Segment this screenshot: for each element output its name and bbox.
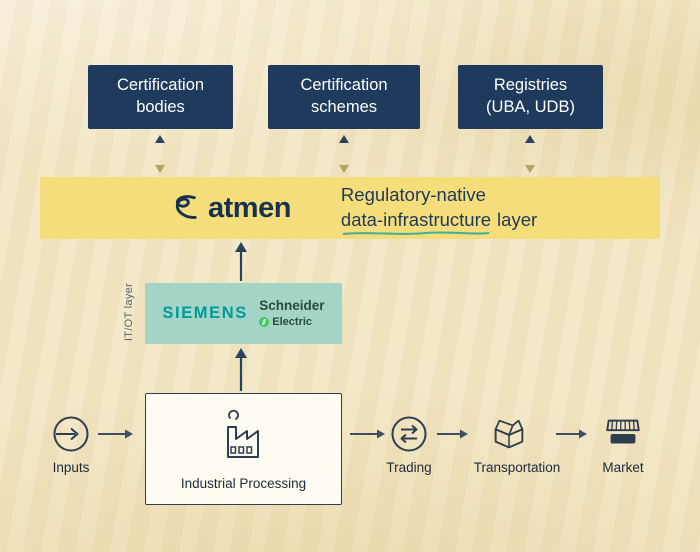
right-arrow-icon	[556, 429, 587, 439]
inputs-icon	[53, 416, 89, 452]
scribble-underline-icon	[342, 231, 490, 235]
box-certification-schemes-label: Certification schemes	[300, 76, 388, 116]
schneider-electric-row: Electric	[259, 316, 324, 328]
atmen-platform-band: atmen Regulatory-native data-infrastruct…	[40, 177, 660, 239]
transportation-label: Transportation	[473, 460, 561, 475]
double-arrow-icon	[525, 135, 535, 173]
band-description: Regulatory-native data-infrastructure la…	[340, 183, 538, 235]
double-arrow-icon	[339, 135, 349, 173]
itot-vendor-box: SIEMENS Schneider Electric	[145, 283, 342, 344]
box-certification-bodies-label: Certification bodies	[116, 76, 205, 116]
schneider-logo-mark-icon	[259, 316, 270, 327]
siemens-logo: SIEMENS	[162, 304, 248, 322]
box-certification-schemes: Certification schemes	[268, 65, 420, 129]
schneider-electric-logo: Schneider Electric	[259, 298, 325, 328]
market-label: Market	[602, 460, 644, 475]
up-arrow-icon	[235, 242, 247, 281]
band-description-line2: data-infrastructure layer	[341, 208, 538, 235]
industrial-processing-label: Industrial Processing	[180, 476, 307, 491]
industrial-processing-box: Industrial Processing	[145, 393, 342, 505]
up-arrow-icon	[235, 348, 247, 391]
atmen-wordmark: atmen	[208, 191, 291, 224]
itot-layer-label: IT/OT layer	[123, 282, 135, 342]
atmen-brand: atmen	[166, 192, 291, 225]
band-description-line1: Regulatory-native	[340, 184, 486, 206]
factory-icon	[227, 409, 259, 458]
atmen-logo-icon	[175, 195, 197, 219]
right-arrow-icon	[350, 429, 385, 439]
market-icon	[606, 419, 640, 444]
right-arrow-icon	[98, 429, 133, 439]
trading-icon	[391, 416, 427, 452]
package-icon	[494, 419, 524, 449]
right-arrow-icon	[437, 429, 468, 439]
schneider-wordmark: Schneider	[259, 298, 325, 314]
underlined-word: data-infrastructure	[341, 208, 491, 235]
double-arrow-icon	[155, 135, 165, 173]
trading-label: Trading	[386, 460, 432, 475]
box-certification-bodies: Certification bodies	[88, 65, 233, 129]
band-description-suffix: layer	[497, 209, 538, 230]
box-registries: Registries (UBA, UDB)	[458, 65, 603, 129]
box-registries-label: Registries (UBA, UDB)	[486, 76, 575, 116]
electric-wordmark: Electric	[272, 315, 313, 328]
inputs-label: Inputs	[52, 460, 90, 475]
